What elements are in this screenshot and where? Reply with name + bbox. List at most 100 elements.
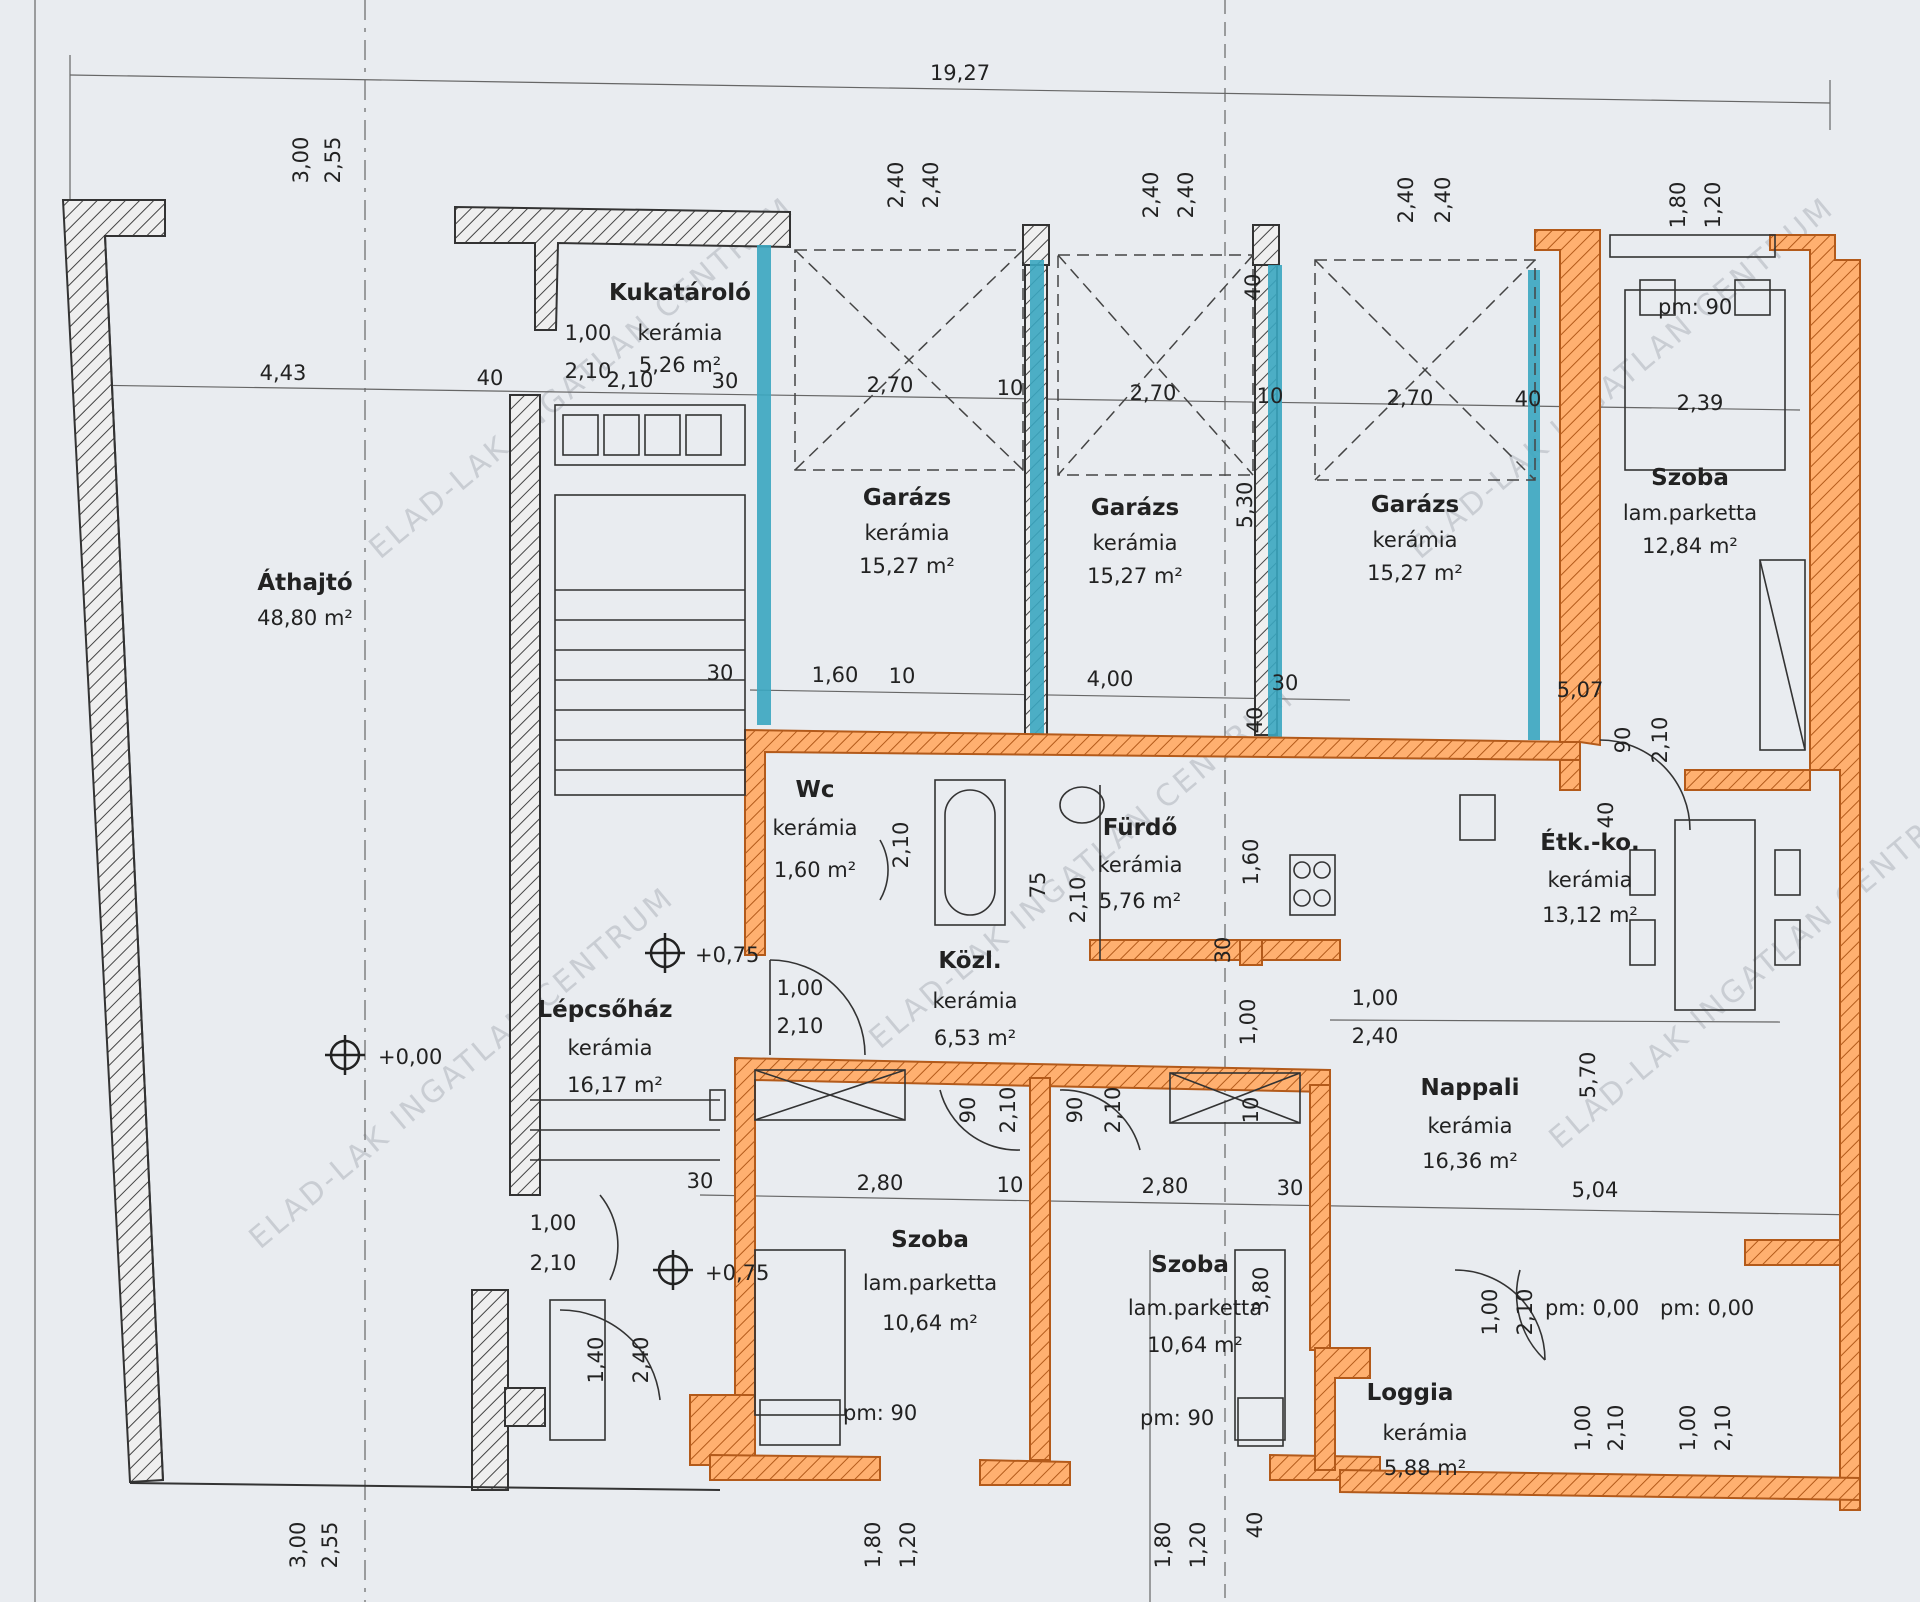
- room-material: kerámia: [933, 989, 1018, 1013]
- dim: 1,00: [530, 1211, 577, 1235]
- dim: 2,40: [629, 1337, 653, 1384]
- room-name: Áthajtó: [257, 568, 352, 596]
- room-name: Nappali: [1421, 1075, 1520, 1101]
- dim: 10: [1257, 384, 1284, 408]
- parapet-label: pm: 90: [1140, 1406, 1214, 1430]
- dim: 2,10: [996, 1087, 1020, 1134]
- dim: 3,80: [1249, 1267, 1273, 1314]
- dim: 3,00: [286, 1522, 310, 1569]
- room-name: Wc: [795, 777, 834, 803]
- dim: 30: [1277, 1176, 1304, 1200]
- dim: 2,80: [1142, 1174, 1189, 1198]
- room-name: Loggia: [1367, 1380, 1454, 1406]
- dim: 2,10: [1711, 1405, 1735, 1452]
- room-material: kerámia: [1098, 853, 1183, 877]
- dim: 1,00: [565, 321, 612, 345]
- room-name: Szoba: [891, 1227, 969, 1253]
- room-name: Kukatároló: [609, 280, 751, 306]
- parapet-label: pm: 0,00: [1660, 1296, 1754, 1320]
- dim: 2,55: [321, 137, 345, 184]
- level-labels: +0,00 +0,75 +0,75 pm: 90 pm: 90 pm: 90 p…: [378, 295, 1754, 1430]
- room-material: kerámia: [1383, 1421, 1468, 1445]
- room-material: kerámia: [773, 816, 858, 840]
- reference-lines: [34, 0, 1861, 1602]
- room-name: Garázs: [1091, 495, 1179, 521]
- dim: 2,10: [1066, 877, 1090, 924]
- dim: 2,10: [1648, 717, 1672, 764]
- apartment-walls: [689, 229, 1861, 1511]
- dim: 2,80: [857, 1171, 904, 1195]
- dim: 90: [1063, 1097, 1087, 1124]
- dim: 1,60: [1239, 839, 1263, 886]
- dim: 10: [997, 1173, 1024, 1197]
- room-material: kerámia: [638, 321, 723, 345]
- dim: 2,70: [1130, 381, 1177, 405]
- dim: 2,40: [919, 162, 943, 209]
- dim: 75: [1026, 872, 1050, 899]
- dim: 40: [1243, 707, 1267, 734]
- level-label: +0,75: [695, 943, 759, 967]
- level-label: +0,00: [378, 1045, 442, 1069]
- room-material: kerámia: [1373, 528, 1458, 552]
- room-labels: Áthajtó 48,80 m² Kukatároló kerámia 5,26…: [257, 280, 1757, 1480]
- dim: 4,43: [260, 361, 307, 385]
- dim: 40: [1243, 1512, 1267, 1539]
- dim: 3,00: [289, 137, 313, 184]
- dim: 2,40: [1431, 177, 1455, 224]
- room-area: 15,27 m²: [1087, 564, 1183, 588]
- room-area: 12,84 m²: [1642, 534, 1738, 558]
- dim: 1,20: [896, 1522, 920, 1569]
- dim: 10: [997, 376, 1024, 400]
- dim: 2,40: [1139, 172, 1163, 219]
- dim: 30: [687, 1169, 714, 1193]
- dim: 2,70: [1387, 386, 1434, 410]
- dim: 1,80: [1666, 182, 1690, 229]
- room-name: Szoba: [1651, 465, 1729, 491]
- dim: 40: [1515, 387, 1542, 411]
- room-name: Garázs: [863, 485, 951, 511]
- dim: 1,20: [1186, 1522, 1210, 1569]
- dim: 2,10: [777, 1014, 824, 1038]
- dim: 10: [889, 664, 916, 688]
- room-name: Garázs: [1371, 492, 1459, 518]
- dim: 10: [1239, 1097, 1263, 1124]
- dim: 1,20: [1701, 182, 1725, 229]
- room-area: 16,36 m²: [1422, 1149, 1518, 1173]
- room-area: 10,64 m²: [882, 1311, 978, 1335]
- parapet-label: pm: 90: [1658, 295, 1732, 319]
- dim: 1,00: [777, 976, 824, 1000]
- dim: 30: [712, 369, 739, 393]
- door-arcs: [559, 739, 1691, 1401]
- total-width: 19,27: [930, 61, 990, 85]
- room-material: kerámia: [1428, 1114, 1513, 1138]
- room-name: Étk.-ko.: [1540, 828, 1640, 856]
- room-area: 1,60 m²: [774, 858, 856, 882]
- level-label: +0,75: [705, 1261, 769, 1285]
- room-area: 13,12 m²: [1542, 903, 1638, 927]
- dim: 1,00: [1352, 986, 1399, 1010]
- interior-fixtures: [530, 234, 1806, 1447]
- room-name: Szoba: [1151, 1252, 1229, 1278]
- dim: 2,10: [607, 368, 654, 392]
- room-material: lam.parketta: [1623, 501, 1757, 525]
- room-material: kerámia: [1548, 868, 1633, 892]
- dim: 90: [1611, 727, 1635, 754]
- walls-left: [61, 199, 791, 1491]
- room-area: 5,88 m²: [1384, 1456, 1466, 1480]
- dimension-labels: 19,27 3,00 2,55 2,40 2,40 2,40 2,40 2,40…: [260, 61, 1735, 1568]
- room-name: Fürdő: [1103, 815, 1178, 841]
- dim: 2,70: [867, 373, 914, 397]
- room-area: 48,80 m²: [257, 606, 353, 630]
- dim: 1,00: [1571, 1405, 1595, 1452]
- dim: 2,40: [1394, 177, 1418, 224]
- room-area: 16,17 m²: [567, 1073, 663, 1097]
- room-name: Közl.: [938, 948, 1001, 974]
- room-material: lam.parketta: [1128, 1296, 1262, 1320]
- dim: 4,00: [1087, 667, 1134, 691]
- dim: 5,04: [1572, 1178, 1619, 1202]
- room-area: 5,76 m²: [1099, 889, 1181, 913]
- room-area: 10,64 m²: [1147, 1333, 1243, 1357]
- dim: 5,07: [1557, 678, 1604, 702]
- garage-doors: [794, 249, 1536, 481]
- room-area: 15,27 m²: [1367, 561, 1463, 585]
